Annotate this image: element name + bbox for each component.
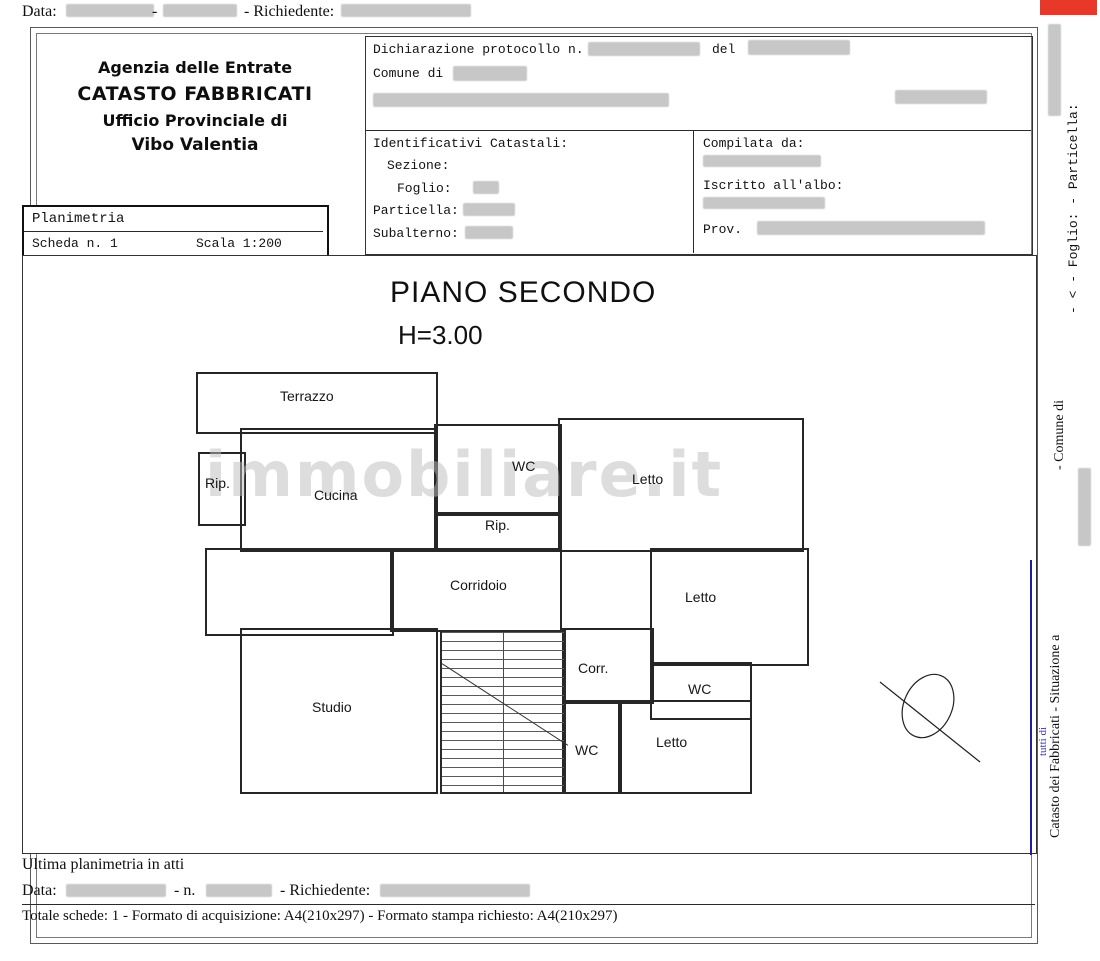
- protocol-box-divider: [365, 130, 1031, 131]
- room-rip-center: [434, 512, 562, 552]
- label-studio: Studio: [312, 699, 352, 715]
- redacted-value: [473, 181, 499, 194]
- room-wc-top: [434, 424, 562, 516]
- side-blue-note: tutti di: [1037, 726, 1049, 756]
- footer-divider: [22, 904, 1035, 905]
- footer-richiedente-label: - Richiedente:: [280, 882, 371, 899]
- ultima-planimetria-label: Ultima planimetria in atti: [22, 856, 185, 873]
- top-data-label: Data:: [22, 3, 57, 20]
- agency-line1: Agenzia delle Entrate: [97, 58, 293, 77]
- planimetria-title: Planimetria: [32, 211, 125, 227]
- protocol-box-vdivider: [693, 130, 694, 253]
- label-letto-top: Letto: [632, 471, 664, 487]
- particella-label: Particella:: [373, 203, 459, 218]
- redacted-value: [465, 226, 513, 239]
- side-foglio-particella: - < - Foglio: - Particella:: [1066, 103, 1081, 314]
- totale-schede-label: Totale schede: 1 - Formato di acquisizio…: [22, 908, 618, 924]
- agency-line4: Vibo Valentia: [131, 135, 259, 155]
- redacted-value: [206, 884, 272, 897]
- redacted-value: [757, 221, 985, 235]
- redacted-value: [163, 4, 237, 17]
- redacted-value: [66, 4, 154, 17]
- label-terrazzo: Terrazzo: [280, 388, 334, 404]
- room-letto-top: [558, 418, 804, 552]
- agency-line2: CATASTO FABBRICATI: [77, 83, 313, 105]
- redacted-value: [341, 4, 471, 17]
- comune-label: Comune di: [373, 66, 444, 81]
- staircase-center-line: [503, 632, 504, 792]
- room-studio: [240, 628, 438, 794]
- planimetria-divider: [24, 231, 323, 232]
- room-unlabeled: [205, 548, 394, 636]
- label-corr: Corr.: [578, 660, 609, 676]
- side-comune: - Comune di: [1052, 400, 1067, 470]
- top-dash: -: [152, 3, 158, 20]
- redacted-value: [380, 884, 530, 897]
- redacted-value: [373, 93, 669, 107]
- label-letto-bottom: Letto: [656, 734, 688, 750]
- footer-data-label: Data:: [22, 882, 57, 899]
- label-wc-bottom: WC: [575, 742, 599, 758]
- redacted-value: [748, 40, 850, 55]
- watermark-text: immobiliare.it: [205, 438, 724, 511]
- del-label: del: [712, 42, 736, 57]
- blue-margin-line: [1030, 560, 1032, 855]
- label-cucina: Cucina: [314, 487, 358, 503]
- staircase-arrow: [441, 663, 569, 746]
- red-corner-mark: [1040, 0, 1097, 15]
- room-terrazzo: [196, 372, 438, 434]
- iscritto-label: Iscritto all'albo:: [703, 178, 844, 193]
- room-letto-bottom: [618, 700, 752, 794]
- label-rip-left: Rip.: [205, 475, 230, 491]
- label-rip-center: Rip.: [485, 517, 510, 533]
- redacted-value: [66, 884, 166, 897]
- side-catasto: Catasto dei Fabbricati - Situazione a: [1048, 634, 1063, 838]
- plan-height-label: H=3.00: [398, 320, 483, 350]
- redacted-value: [1078, 468, 1091, 546]
- room-cucina: [240, 428, 438, 552]
- north-arrow-icon: [879, 673, 981, 763]
- sezione-label: Sezione:: [387, 158, 450, 173]
- agency-header: Agenzia delle Entrate CATASTO FABBRICATI…: [50, 58, 340, 155]
- redacted-value: [463, 203, 515, 216]
- agency-line3: Ufficio Provinciale di: [102, 111, 288, 130]
- redacted-value: [1048, 24, 1061, 116]
- identificativi-title: Identificativi Catastali:: [373, 136, 569, 151]
- room-wc-right: [650, 662, 752, 720]
- room-rip-left: [198, 452, 246, 526]
- label-wc-right: WC: [688, 681, 712, 697]
- prov-label: Prov.: [703, 222, 743, 237]
- compilata-title: Compilata da:: [703, 136, 805, 151]
- plan-title: PIANO SECONDO: [390, 276, 657, 309]
- top-richiedente-label: - Richiedente:: [244, 3, 335, 20]
- protocol-box: [365, 36, 1033, 255]
- footer-n-label: - n.: [174, 882, 196, 899]
- redacted-value: [895, 90, 987, 104]
- dichiarazione-label: Dichiarazione protocollo n.: [373, 42, 584, 57]
- label-corridoio: Corridoio: [450, 577, 507, 593]
- scala-label: Scala 1:200: [196, 236, 282, 251]
- scheda-label: Scheda n. 1: [32, 236, 118, 251]
- redacted-value: [588, 42, 700, 56]
- redacted-value: [453, 66, 527, 81]
- subalterno-label: Subalterno:: [373, 226, 459, 241]
- room-letto-right: [650, 548, 809, 666]
- staircase: [440, 630, 569, 794]
- label-letto-right: Letto: [685, 589, 717, 605]
- redacted-value: [703, 155, 821, 167]
- foglio-label: Foglio:: [397, 181, 452, 196]
- redacted-value: [703, 197, 825, 209]
- label-wc-top: WC: [512, 458, 536, 474]
